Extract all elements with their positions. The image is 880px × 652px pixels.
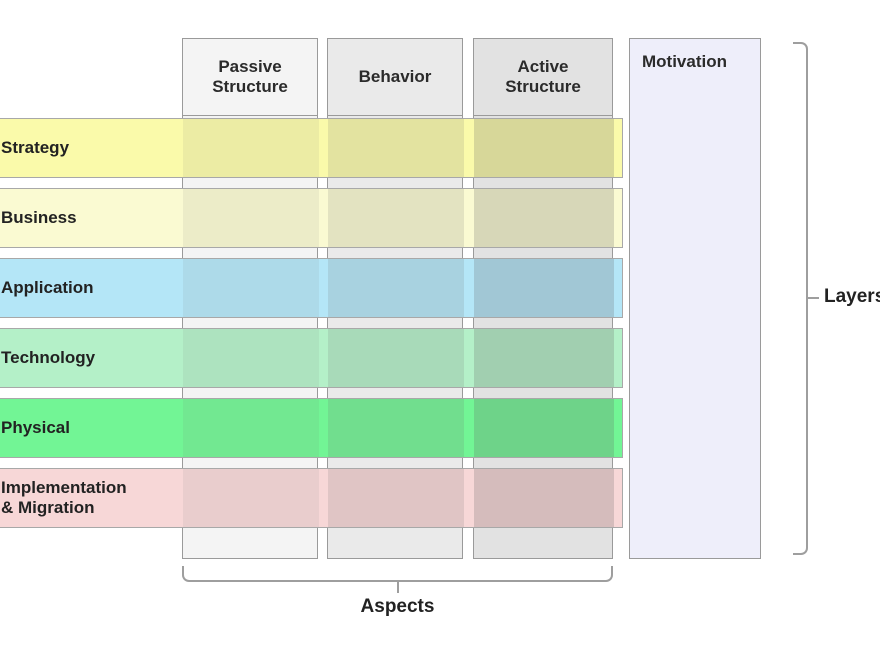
cell-implementation-passive-structure[interactable]: [183, 469, 319, 527]
layer-label-line1: Physical: [1, 417, 70, 437]
cell-business-passive-structure[interactable]: [183, 189, 319, 247]
column-header-line2: Structure: [505, 77, 581, 96]
cell-technology-passive-structure[interactable]: [183, 329, 319, 387]
motivation-label: Motivation: [642, 52, 727, 71]
layer-label-line1: Business: [1, 207, 77, 227]
cell-implementation-active-structure[interactable]: [474, 469, 614, 527]
layers-bracket: [793, 42, 808, 555]
layers-bracket-stem: [808, 297, 819, 299]
layer-row-technology[interactable]: Technology: [0, 328, 623, 388]
layer-label-line1: Strategy: [1, 137, 70, 157]
cell-strategy-behavior[interactable]: [328, 119, 464, 177]
cell-implementation-behavior[interactable]: [328, 469, 464, 527]
aspects-bracket: [182, 566, 613, 582]
layer-label-strategy: Strategy: [1, 119, 69, 177]
layer-label-implementation: Implementation& Migration: [1, 469, 127, 527]
cell-physical-behavior[interactable]: [328, 399, 464, 457]
layer-label-line1: Technology: [1, 347, 96, 367]
layer-row-implementation[interactable]: Implementation& Migration: [0, 468, 623, 528]
aspects-bracket-stem: [397, 582, 399, 593]
layer-row-application[interactable]: Application: [0, 258, 623, 318]
aspects-bracket-label: Aspects: [360, 596, 435, 617]
layer-label-physical: Physical: [1, 399, 70, 457]
layer-label-line1: Implementation: [1, 477, 127, 497]
layer-label-business: Business: [1, 189, 77, 247]
layers-bracket-label: Layers: [824, 286, 880, 307]
layer-row-strategy[interactable]: Strategy: [0, 118, 623, 178]
cell-physical-active-structure[interactable]: [474, 399, 614, 457]
layer-label-line1: Application: [1, 277, 94, 297]
cell-physical-passive-structure[interactable]: [183, 399, 319, 457]
cell-technology-active-structure[interactable]: [474, 329, 614, 387]
layer-row-business[interactable]: Business: [0, 188, 623, 248]
cell-application-passive-structure[interactable]: [183, 259, 319, 317]
column-header-line1: Passive: [218, 56, 282, 76]
layer-label-application: Application: [1, 259, 94, 317]
column-header-line1: Active: [517, 56, 569, 76]
column-header-line2: Structure: [212, 77, 288, 96]
cell-business-active-structure[interactable]: [474, 189, 614, 247]
column-header-line1: Behavior: [358, 66, 432, 86]
cell-business-behavior[interactable]: [328, 189, 464, 247]
layer-label-line2: & Migration: [1, 498, 95, 517]
layer-label-technology: Technology: [1, 329, 95, 387]
motivation-column[interactable]: Motivation: [629, 38, 761, 559]
layer-row-physical[interactable]: Physical: [0, 398, 623, 458]
cell-strategy-active-structure[interactable]: [474, 119, 614, 177]
column-header-passive-structure[interactable]: Passive Structure: [182, 38, 318, 116]
cell-strategy-passive-structure[interactable]: [183, 119, 319, 177]
cell-application-active-structure[interactable]: [474, 259, 614, 317]
cell-application-behavior[interactable]: [328, 259, 464, 317]
cell-technology-behavior[interactable]: [328, 329, 464, 387]
column-header-behavior[interactable]: Behavior: [327, 38, 463, 116]
column-header-active-structure[interactable]: Active Structure: [473, 38, 613, 116]
